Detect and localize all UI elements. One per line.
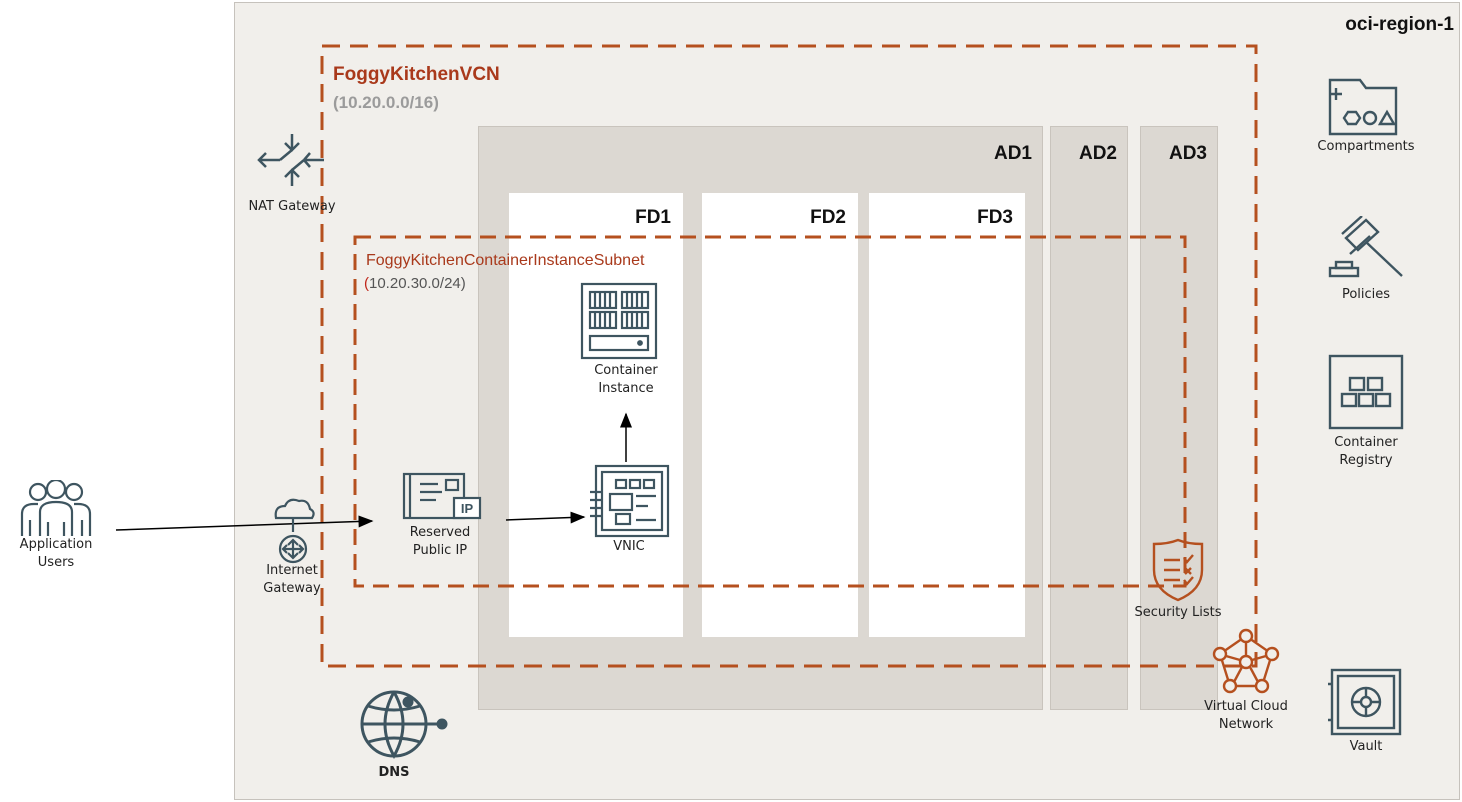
- container-registry: Container Registry: [1306, 354, 1426, 470]
- container-instance: Container Instance: [576, 280, 676, 398]
- vcn-title: FoggyKitchenVCN: [333, 64, 500, 85]
- fault-domain-3: FD3: [869, 193, 1025, 637]
- vcn-cidr: (10.20.0.0/16): [333, 93, 439, 112]
- reserved-public-ip: IP Reserved Public IP: [390, 470, 490, 560]
- vault-label: Vault: [1349, 739, 1383, 754]
- vault-icon: [1328, 668, 1402, 736]
- ad-label: AD3: [1168, 143, 1207, 164]
- container-registry-label-1: Container: [1334, 435, 1398, 450]
- vault: Vault: [1306, 666, 1426, 756]
- container-instance-label-2: Instance: [598, 381, 654, 396]
- container-instance-label-1: Container: [594, 363, 658, 378]
- internet-gateway: Internet Gateway: [252, 494, 332, 598]
- ad-label: AD1: [993, 143, 1032, 164]
- reserved-ip-label-1: Reserved: [409, 525, 471, 540]
- nat-gateway-label: NAT Gateway: [248, 199, 336, 214]
- vcn-icon: [1212, 628, 1280, 694]
- container-instance-icon: [580, 282, 658, 360]
- application-users: Application Users: [6, 480, 106, 572]
- compartments-label: Compartments: [1317, 139, 1415, 154]
- container-registry-label-2: Registry: [1339, 453, 1393, 468]
- gavel-icon: [1328, 216, 1403, 278]
- ad-label: AD2: [1078, 143, 1117, 164]
- fault-domain-2: FD2: [702, 193, 858, 637]
- users-icon: [20, 480, 92, 536]
- availability-domain-3: AD3: [1140, 126, 1218, 710]
- nat-gateway: NAT Gateway: [232, 128, 352, 216]
- security-lists-label: Security Lists: [1134, 605, 1222, 620]
- policies: Policies: [1306, 216, 1426, 304]
- internet-gateway-icon: [274, 498, 315, 564]
- vcn-label-1: Virtual Cloud: [1204, 699, 1288, 714]
- subnet-cidr: (10.20.30.0/24): [364, 275, 466, 292]
- availability-domain-2: AD2: [1050, 126, 1128, 710]
- vnic-icon: [590, 464, 670, 538]
- dns: DNS: [350, 684, 450, 782]
- virtual-cloud-network: Virtual Cloud Network: [1186, 626, 1306, 734]
- vcn-label-2: Network: [1218, 717, 1274, 732]
- vnic-label: VNIC: [613, 539, 645, 554]
- ip-badge: IP: [461, 501, 474, 516]
- fd-label: FD3: [977, 207, 1013, 228]
- shield-icon: [1152, 538, 1204, 602]
- users-label-1: Application: [19, 537, 93, 552]
- container-registry-icon: [1328, 354, 1404, 430]
- region-title: oci-region-1: [1345, 14, 1454, 35]
- reserved-ip-label-2: Public IP: [412, 543, 468, 558]
- policies-label: Policies: [1341, 287, 1391, 302]
- subnet-title: FoggyKitchenContainerInstanceSubnet: [366, 252, 645, 269]
- subnet-cidr-value: 10.20.30.0/24): [369, 275, 466, 292]
- compartments: Compartments: [1306, 74, 1426, 156]
- vnic: VNIC: [586, 462, 672, 556]
- globe-icon: [360, 690, 448, 760]
- reserved-ip-icon: IP: [402, 472, 482, 520]
- internet-gateway-label-1: Internet: [266, 563, 318, 578]
- security-lists: Security Lists: [1118, 534, 1238, 622]
- dns-label: DNS: [378, 765, 410, 780]
- subnet-cidr-open: (: [364, 275, 369, 292]
- internet-gateway-label-2: Gateway: [263, 581, 321, 596]
- folder-icon: [1328, 78, 1398, 136]
- users-label-2: Users: [37, 555, 75, 570]
- fd-label: FD1: [635, 207, 671, 228]
- nat-gateway-icon: [257, 134, 324, 186]
- fd-label: FD2: [810, 207, 846, 228]
